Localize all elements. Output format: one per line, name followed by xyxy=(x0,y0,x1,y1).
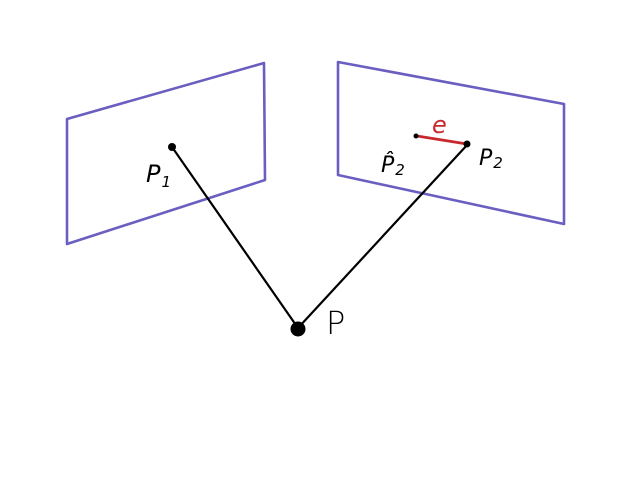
image-point-p1 xyxy=(168,143,176,151)
label-p2: P2 xyxy=(479,146,503,172)
label-p2-hat-subscript: 2 xyxy=(395,161,405,179)
reprojected-point-p2-hat xyxy=(413,133,419,139)
label-p2-hat-letter: P̂ xyxy=(381,152,395,178)
label-p1-letter: P xyxy=(146,160,161,188)
label-p2-letter: P xyxy=(479,146,493,171)
image-point-p2 xyxy=(463,140,471,148)
left-image-plane xyxy=(65,61,267,246)
ray-to-p2 xyxy=(296,142,470,330)
label-p1-subscript: 1 xyxy=(161,173,171,191)
reprojection-error-line xyxy=(415,134,469,146)
ray-to-p1 xyxy=(170,145,300,330)
label-p2-hat: P̂2 xyxy=(381,152,405,179)
label-error: e xyxy=(432,111,447,139)
world-point-p xyxy=(290,321,306,337)
label-p1: P1 xyxy=(146,160,171,191)
label-world-point: P xyxy=(326,304,345,342)
label-p2-subscript: 2 xyxy=(493,154,503,172)
right-image-plane xyxy=(336,60,566,226)
